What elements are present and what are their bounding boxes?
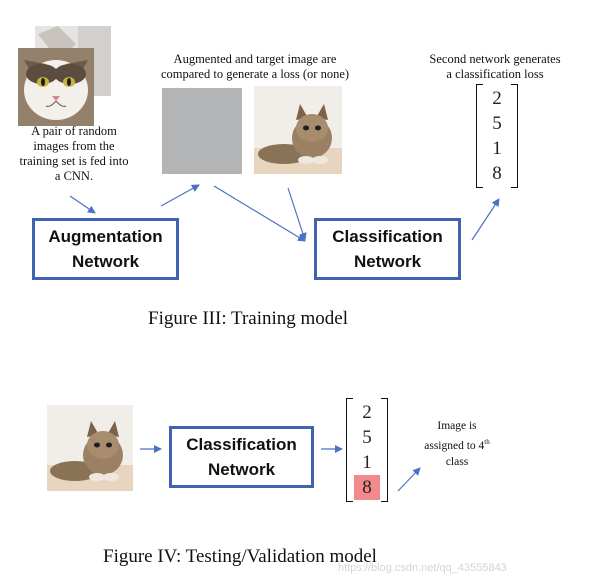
highlighted-vector-entry: 8 <box>354 475 380 500</box>
cat-pair-image <box>18 24 114 126</box>
arrow-target-to-classification <box>287 187 307 241</box>
watermark: https://blog.csdn.net/qq_43555843 <box>338 562 507 574</box>
test-kitten-image <box>47 405 133 491</box>
input-caption: A pair of random images from the trainin… <box>19 124 129 183</box>
vector-entry: 8 <box>492 163 502 184</box>
test-classification-network-box: Classification Network <box>169 426 314 488</box>
vector-entry: 1 <box>362 452 372 473</box>
arrow-augmentation-to-grey <box>160 184 200 207</box>
training-output-vector: 2 5 1 8 <box>476 84 518 188</box>
arrow-vector-to-assignment <box>397 467 421 492</box>
arrow-grey-to-classification <box>213 185 306 242</box>
vector-entry: 2 <box>492 88 502 109</box>
figure-iii-title: Figure III: Training model <box>148 308 349 329</box>
compare-caption: Augmented and target image are compared … <box>160 52 350 81</box>
vector-entry: 5 <box>362 427 372 448</box>
testing-output-vector: 2 5 1 8 <box>346 398 388 502</box>
augmentation-network-box: Augmentation Network <box>32 218 179 280</box>
augmented-grey-image <box>162 88 242 174</box>
arrow-input-to-augmentation <box>69 195 96 214</box>
vector-entry: 2 <box>362 402 372 423</box>
vector-entry: 5 <box>492 113 502 134</box>
assign-caption: Image is assigned to 4th class <box>424 420 490 468</box>
second-network-caption: Second network generates a classificatio… <box>429 52 561 81</box>
vector-entry: 1 <box>492 138 502 159</box>
classification-network-box: Classification Network <box>314 218 461 280</box>
target-kitten-image <box>254 86 342 174</box>
arrow-classification-to-vector <box>471 198 500 241</box>
figure-iv-title: Figure IV: Testing/Validation model <box>103 546 377 567</box>
